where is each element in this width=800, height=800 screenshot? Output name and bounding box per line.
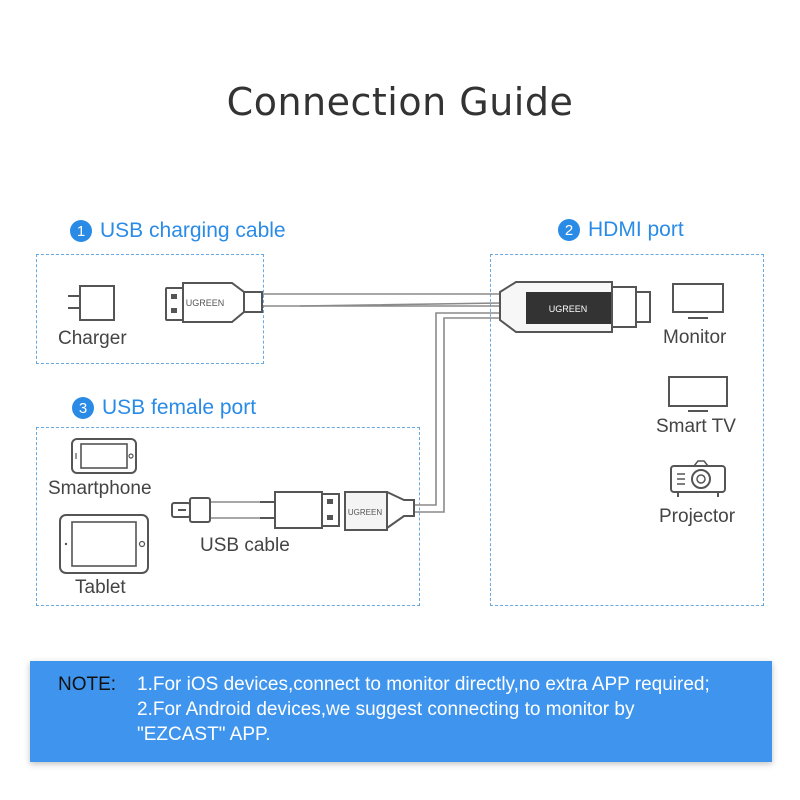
usb-plug-brand: UGREEN <box>186 298 225 308</box>
note-line: 1.For iOS devices,connect to monitor dir… <box>137 674 710 695</box>
hdmi-plug-icon <box>499 281 651 333</box>
page-title: Connection Guide <box>226 80 574 124</box>
micro-usb-icon <box>171 497 211 523</box>
usb-plug-icon <box>165 282 263 323</box>
usb-female-box <box>36 427 420 606</box>
hdmi-box <box>490 254 764 606</box>
section-number-badge: 1 <box>70 220 92 242</box>
main-cable <box>262 293 501 307</box>
charger-icon <box>68 285 115 321</box>
smart-tv-icon <box>668 376 728 412</box>
branch-cable <box>414 312 500 513</box>
charger-label: Charger <box>58 328 127 349</box>
smartphone-label: Smartphone <box>48 478 152 499</box>
usb-female-brand: UGREEN <box>348 508 382 517</box>
tablet-icon <box>59 514 149 574</box>
note-key: NOTE: <box>58 674 117 695</box>
projector-icon <box>670 460 726 497</box>
usb-cable-plug-icon <box>260 491 340 529</box>
cable-diagram: UGREEN UGREEN UGREEN <box>165 281 651 531</box>
smart-tv-label: Smart TV <box>656 416 736 437</box>
usb-female-icon <box>344 491 415 531</box>
section-hdmi-label: HDMI port <box>588 218 684 241</box>
hdmi-plug-brand: UGREEN <box>549 304 588 314</box>
section-usb-charging: 1 USB charging cable <box>70 219 286 243</box>
section-usb-female: 3 USB female port <box>72 396 256 420</box>
usb-cable-label: USB cable <box>200 535 290 556</box>
section-usb-female-label: USB female port <box>102 396 257 419</box>
usb-charging-box <box>36 254 264 364</box>
note-banner: NOTE: 1.For iOS devices,connect to monit… <box>30 661 772 762</box>
smartphone-icon <box>71 438 137 474</box>
section-usb-charging-label: USB charging cable <box>100 219 286 242</box>
section-number-badge: 2 <box>558 219 580 241</box>
projector-label: Projector <box>659 506 736 527</box>
monitor-icon <box>672 283 724 319</box>
usb-cable-line <box>210 501 260 519</box>
section-number-badge: 3 <box>72 397 94 419</box>
tablet-label: Tablet <box>75 577 126 598</box>
note-line: "EZCAST" APP. <box>137 724 271 745</box>
note-line: 2.For Android devices,we suggest connect… <box>137 699 635 720</box>
section-hdmi: 2 HDMI port <box>558 218 684 242</box>
monitor-label: Monitor <box>663 327 727 348</box>
